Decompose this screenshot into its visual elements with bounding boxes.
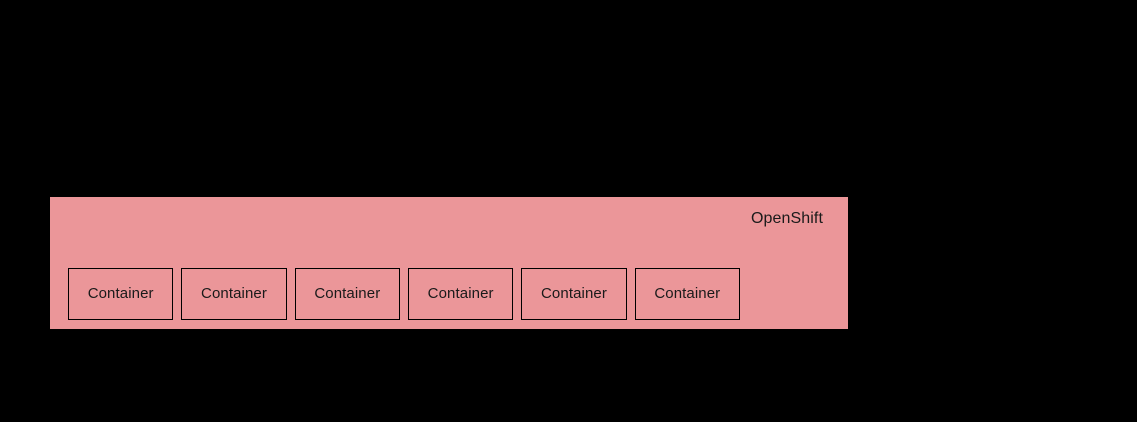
container-box-label: Container [87, 285, 154, 302]
container-box[interactable]: Container [407, 268, 514, 320]
container-box-label: Container [314, 285, 381, 302]
container-box[interactable]: Container [634, 268, 740, 320]
container-box-label: Container [201, 285, 267, 302]
openshift-platform-panel: OpenShift Container Container Container … [50, 197, 848, 329]
container-row: Container Container Container Container … [68, 268, 740, 320]
container-box[interactable]: Container [294, 268, 400, 320]
container-box-label: Container [654, 285, 721, 302]
container-box[interactable]: Container [68, 268, 174, 320]
container-box[interactable]: Container [181, 268, 287, 320]
container-box-label: Container [541, 285, 607, 302]
container-box-label: Container [427, 285, 494, 302]
container-box[interactable]: Container [521, 268, 627, 320]
openshift-panel-title: OpenShift [750, 210, 823, 227]
